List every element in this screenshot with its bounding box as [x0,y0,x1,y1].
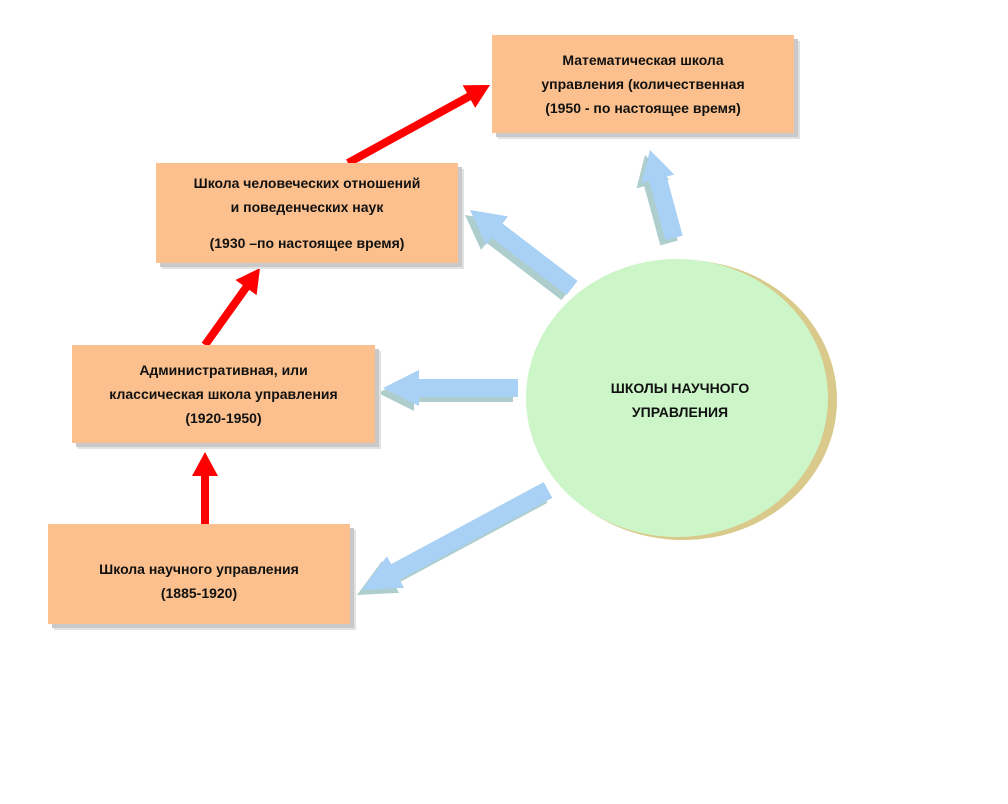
box-sci-line-1: Школа научного управления [99,561,299,577]
box-admin-line-3: (1920-1950) [185,410,262,426]
center-label-line-2: УПРАВЛЕНИЯ [631,404,729,420]
box-scientific-management-school: Школа научного управления (1885-1920) [48,524,350,624]
red-arrow-sci-to-admin [192,452,218,527]
blue-arrow-to-human [470,210,578,296]
box-math-line-1: Математическая школа [562,52,724,68]
box-admin-line-1: Административная, или [139,362,308,378]
center-label-line-1: ШКОЛЫ НАУЧНОГО [610,380,750,396]
red-arrow-admin-to-human [201,268,260,348]
box-human-relations-school: Школа человеческих отношений и поведенче… [156,163,458,263]
center-label: ШКОЛЫ НАУЧНОГО УПРАВЛЕНИЯ [530,365,830,435]
box-sci-line-2: (1885-1920) [160,585,238,601]
box-human-line-3: (1930 –по настоящее время) [209,235,405,251]
box-mathematical-school: Математическая школа управления (количес… [492,35,794,133]
box-admin-line-2: классическая школа управления [109,386,338,402]
box-human-line-2: и поведенческих наук [230,199,384,215]
blue-arrow-to-math [641,150,683,241]
red-arrow-human-to-math [346,85,490,167]
box-administrative-school: Административная, или классическая школа… [72,345,375,443]
box-human-line-1: Школа человеческих отношений [193,175,421,191]
blue-arrow-to-sci [362,482,553,590]
blue-arrow-to-admin [383,370,518,406]
center-circle [526,259,828,537]
box-math-line-3: (1950 - по настоящее время) [545,100,741,116]
box-math-line-2: управления (количественная [541,76,745,92]
